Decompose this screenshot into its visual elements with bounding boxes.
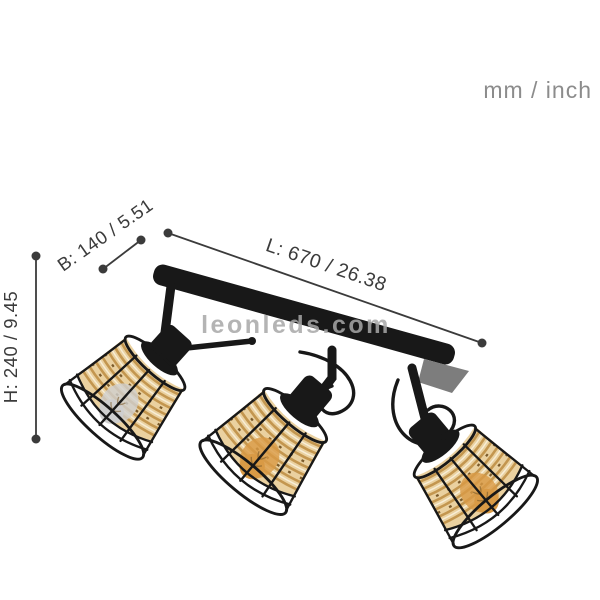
mounting-bar-underside (418, 359, 469, 393)
spotlight-middle (189, 345, 366, 526)
spotlight-shade-middle (189, 346, 366, 526)
width-dimension-endpoint-dot (136, 235, 146, 245)
width-dimension-label: B: 140 / 5.51 (53, 194, 156, 275)
length-dimension-label: L: 670 / 26.38 (263, 234, 390, 296)
width-dimension-line (102, 239, 142, 270)
width-dimension: B: 140 / 5.51 (53, 194, 156, 275)
spotlight-left (51, 281, 256, 470)
spotlight-shade-left (51, 295, 224, 470)
spotlight-shade-right (376, 384, 548, 559)
mounting-bar (153, 264, 469, 393)
width-dimension-endpoint-dot (98, 264, 108, 274)
watermark-text: leonleds.com (201, 311, 391, 339)
units-label: mm / inch (483, 77, 592, 103)
height-dimension-label: H: 240 / 9.45 (0, 291, 21, 403)
length-dimension-endpoint-dot (477, 338, 487, 348)
spotlight-right (376, 363, 548, 559)
height-dimension: H: 240 / 9.45 (0, 251, 41, 444)
height-dimension-endpoint-dot (31, 251, 41, 261)
spotlight-fixture (51, 264, 548, 559)
length-dimension-endpoint-dot (163, 228, 173, 238)
height-dimension-endpoint-dot (31, 434, 41, 444)
length-dimension-line (167, 232, 483, 344)
lever-knob (248, 337, 256, 345)
